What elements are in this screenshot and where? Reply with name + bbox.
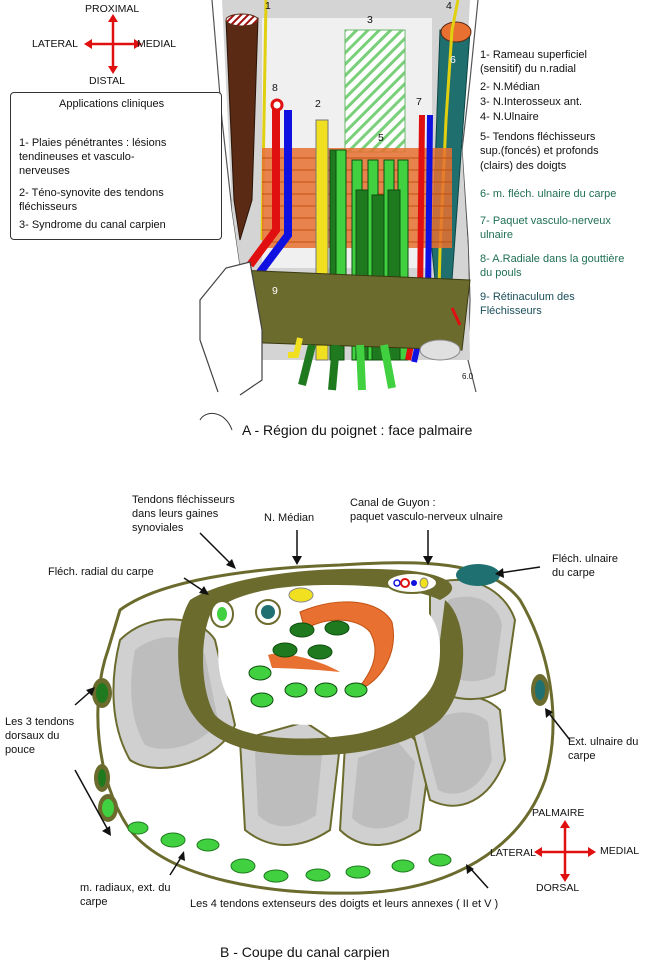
clinical-item-3: 3- Syndrome du canal carpien	[19, 219, 166, 231]
callout-4: 4	[446, 0, 452, 12]
orient-a-up: PROXIMAL	[85, 3, 140, 15]
legend-item-1: 1- Rameau superficiel (sensitif) du n.ra…	[480, 49, 587, 76]
artist-credit: 6.0	[462, 372, 474, 381]
legend-item-4: 4- N.Ulnaire	[480, 111, 539, 123]
legend-item-9: 9- Rétinaculum des Fléchisseurs	[480, 291, 575, 318]
orientation-cross-a	[84, 14, 142, 74]
caption-panel-b: B - Coupe du canal carpien	[220, 944, 390, 960]
label-canal-guyon: Canal de Guyon : paquet vasculo-nerveux …	[350, 497, 503, 523]
orient-b-up: PALMAIRE	[532, 807, 585, 819]
orient-b-down: DORSAL	[536, 882, 580, 894]
label-flech-radial: Fléch. radial du carpe	[48, 566, 154, 578]
label-ext-ulnaire: Ext. ulnaire du carpe	[568, 736, 639, 762]
flexor-carpi-ulnaris-section	[456, 564, 500, 586]
interosseous-membrane	[344, 29, 406, 153]
legend-item-8: 8- A.Radiale dans la gouttière du pouls	[480, 253, 625, 280]
orient-a-down: DISTAL	[89, 75, 125, 87]
legend-item-2: 2- N.Médian	[480, 81, 540, 93]
radial-bursa	[268, 653, 340, 672]
legend-item-6: 6- m. fléch. ulnaire du carpe	[480, 188, 617, 200]
orient-a-right: MEDIAL	[137, 38, 177, 50]
orient-a-left: LATERAL	[32, 38, 78, 50]
orientation-cross-b	[534, 820, 596, 882]
callout-3: 3	[367, 14, 373, 26]
extensor-tendons	[127, 821, 452, 883]
panel-a-wrist	[199, 0, 479, 431]
panel-b-section	[74, 530, 571, 895]
clinical-item-1: 1- Plaies pénétrantes : lésions tendineu…	[19, 137, 167, 177]
clinical-applications-box: Applications cliniques 1- Plaies pénétra…	[10, 92, 222, 240]
legend-item-5: 5- Tendons fléchisseurs sup.(foncés) et …	[480, 131, 599, 172]
callout-7: 7	[416, 96, 422, 108]
legend-item-7: 7- Paquet vasculo-nerveux ulnaire	[480, 215, 611, 242]
callout-5: 5	[378, 132, 384, 144]
median-nerve-section	[288, 587, 314, 603]
callout-8: 8	[272, 82, 278, 94]
label-tendons-dorsaux: Les 3 tendons dorsaux du pouce	[5, 716, 75, 756]
callout-1: 1	[265, 0, 271, 12]
orient-b-left: LATERAL	[490, 847, 536, 859]
label-flech-ulnaire: Fléch. ulnaire du carpe	[552, 553, 619, 579]
label-tendons-synoviales: Tendons fléchisseurs dans leurs gaines s…	[132, 494, 235, 534]
label-extenseurs: Les 4 tendons extenseurs des doigts et l…	[190, 898, 499, 910]
clinical-item-2: 2- Téno-synovite des tendons fléchisseur…	[19, 187, 164, 213]
label-radiaux: m. radiaux, ext. du carpe	[80, 882, 171, 908]
callout-9: 9	[272, 285, 278, 297]
orient-b-right: MEDIAL	[600, 845, 640, 857]
radial-vein	[254, 110, 292, 278]
legend-item-3: 3- N.Interosseux ant.	[480, 96, 583, 108]
thenar-outline	[199, 261, 263, 396]
flexor-tendons-section	[272, 620, 350, 660]
radial-artery	[246, 105, 280, 268]
caption-panel-a: A - Région du poignet : face palmaire	[242, 422, 473, 438]
callout-6: 6	[450, 54, 456, 66]
callout-2: 2	[315, 98, 321, 110]
flexor-retinaculum	[235, 269, 471, 351]
clinical-title: Applications cliniques	[59, 98, 165, 110]
label-n-median: N. Médian	[264, 512, 315, 524]
